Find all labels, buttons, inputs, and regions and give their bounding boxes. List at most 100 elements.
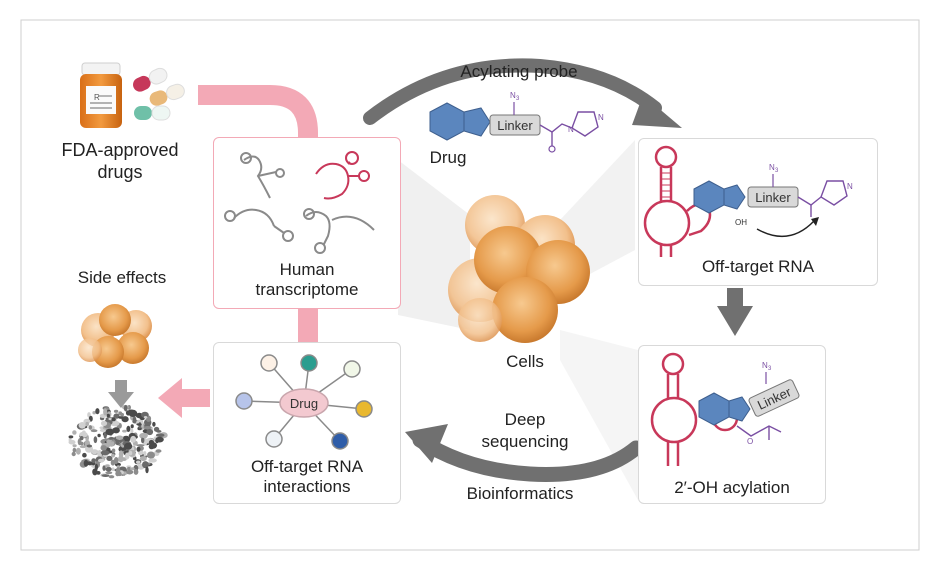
fda-label-line1: FDA-approved [61,140,179,160]
cell-debris-dot [155,433,165,438]
cell-debris-dot [103,432,107,439]
svg-text:N: N [510,91,516,100]
drug-label: Drug [429,148,467,167]
svg-text:N: N [762,361,768,370]
drug-hexagon [698,392,730,426]
deep-label-line1: Deep [504,410,546,429]
acylating-probe-label: Acylating probe [460,62,578,81]
capsule-icon [133,67,185,121]
cell-debris-dot [128,450,133,456]
cell-debris-dot [118,416,125,419]
svg-text:Linker: Linker [497,118,533,133]
linker-box [748,379,800,417]
svg-text:O: O [747,437,753,446]
cell-debris-dot [148,444,155,450]
cell-debris-dot [143,451,147,457]
small-cell-cluster-icon [78,304,152,368]
interactions-label-line1: Off-target RNA [250,457,364,476]
cell-debris-dot [88,425,93,430]
cell-debris-dot [72,444,77,448]
drug-hexagon [693,180,725,214]
cell-debris-dot [113,409,119,413]
cell-debris-dot [152,421,156,427]
cell-debris-dot [124,452,130,460]
cell-debris-dot [91,449,98,455]
network-icon [235,354,373,450]
svg-text:3: 3 [775,168,779,174]
down-arrow-shaft [727,288,743,310]
cell-debris-dot [106,413,111,418]
gray-small-arrow-shaft [115,380,127,394]
cell-debris-dot [90,429,98,433]
cell-debris-dot [115,435,124,440]
cell-debris-dot [120,412,124,417]
cell-debris-dot [72,447,77,453]
cell-debris-dot [139,456,147,462]
cell-debris-dot [136,423,142,426]
cell-debris-dot [101,474,110,477]
cell-debris-dot [79,445,87,449]
cell-debris-dot [142,464,148,467]
svg-text:Drug: Drug [290,396,318,411]
cell-debris-dot [102,465,106,471]
cell-debris-dot [155,449,162,453]
top-arc-arrow [363,58,662,125]
pink-arrow-shaft [178,389,210,407]
pink-connector [198,85,318,365]
drug-probe-molecule: Linker N 3 N N [429,91,604,153]
cell-debris-dot [113,457,119,464]
cell-debris-dot [130,435,137,443]
human-label-line1: Human [279,260,335,279]
cell-debris-dot [78,422,86,429]
cell-debris-dot [122,429,127,433]
cell-debris-dot [105,471,113,475]
cell-debris-dot [97,450,102,457]
cell-debris-dot [113,413,120,419]
svg-text:Linker: Linker [755,190,791,205]
cell-debris-dot [155,436,164,443]
cell-debris-dot [108,475,115,479]
cell-debris-dot [111,453,115,458]
cell-debris-dot [92,411,96,415]
fda-label-line2: drugs [97,162,143,182]
cell-debris-dot [95,408,100,415]
cell-debris-dot [112,427,120,434]
cell-debris-dot [147,451,155,459]
cell-debris-dot [83,418,91,424]
svg-text:N: N [598,113,604,122]
cell-debris-dot [92,468,98,476]
pill-bottle-icon: R [80,62,122,128]
rna-pink-icon [315,151,370,200]
cell-debris-dot [85,421,89,427]
cell-debris-dot [141,436,145,444]
cell-debris-dot [128,409,132,416]
acylation-label: 2′-OH acylation [674,478,790,497]
cell-debris-dot [123,405,128,412]
cell-debris-dot [82,452,87,458]
cell-debris-dot [77,438,82,446]
rna-strands-icon [224,152,375,254]
cell-debris-dot [136,446,141,452]
cell-debris-dot [145,466,149,474]
cell-debris-dot [111,417,116,422]
drug-pentagon [463,107,491,137]
interactions-panel: Drug Off-target RNA interactions [213,342,401,504]
gray-small-arrow-head [108,392,134,408]
cell-debris-dot [126,469,134,475]
cell-debris-dot [146,428,154,436]
cell-debris-dot [141,411,149,418]
svg-text:3: 3 [516,96,520,102]
cell-debris-dot [153,426,160,432]
cell-debris-dot [124,442,133,450]
cell-debris-dot [133,468,139,475]
cell-debris-dot [111,467,115,472]
cell-debris-dot [118,450,124,458]
cell-debris-dot [86,444,93,448]
bottom-arc-arrow [412,432,644,482]
acylation-panel: Linker N 3 O 2′-OH acylation [638,345,826,504]
cells-label: Cells [506,352,544,371]
cell-debris-dot [72,430,77,435]
cell-debris-dot [140,432,148,439]
svg-text:R: R [94,93,100,102]
